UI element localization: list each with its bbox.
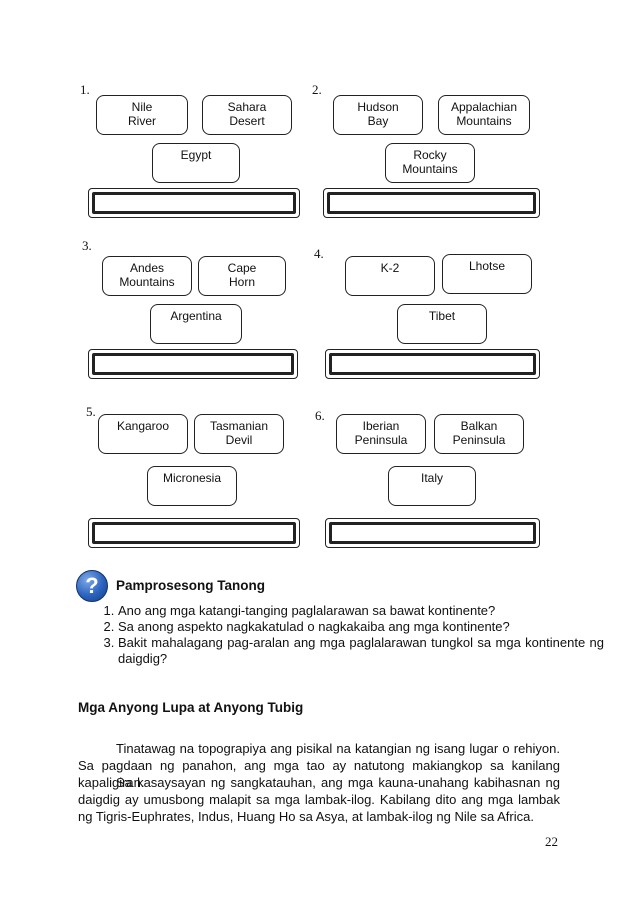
clue-box: K-2 [345, 256, 435, 296]
clue-box: Hudson Bay [333, 95, 423, 135]
question-mark-icon: ? [76, 570, 108, 602]
answer-field[interactable] [325, 518, 540, 548]
exercise-number: 6. [315, 408, 325, 423]
clue-box: Balkan Peninsula [434, 414, 524, 454]
clue-box: Micronesia [147, 466, 237, 506]
clue-box: Appalachian Mountains [438, 95, 530, 135]
clue-box: Sahara Desert [202, 95, 292, 135]
clue-box: Egypt [152, 143, 240, 183]
answer-field[interactable] [325, 349, 540, 379]
clue-box: Nile River [96, 95, 188, 135]
question-item: Sa anong aspekto nagkakatulad o nagkakai… [118, 619, 604, 635]
answer-field[interactable] [323, 188, 540, 218]
answer-field[interactable] [88, 349, 298, 379]
answer-field[interactable] [88, 188, 300, 218]
paragraph: Tinatawag na topograpiya ang pisikal na … [78, 741, 560, 790]
questions-title: Pamprosesong Tanong [116, 578, 266, 593]
exercise-number: 3. [82, 238, 92, 253]
clue-box: Andes Mountains [102, 256, 192, 296]
clue-box: Tibet [397, 304, 487, 344]
clue-box: Tasmanian Devil [194, 414, 284, 454]
section-heading: Mga Anyong Lupa at Anyong Tubig [78, 700, 304, 715]
exercise-number: 5. [86, 404, 96, 419]
clue-box: Kangaroo [98, 414, 188, 454]
page-number: 22 [545, 834, 558, 849]
exercise-number: 2. [312, 82, 322, 97]
clue-box: Cape Horn [198, 256, 286, 296]
paragraph: Sa kasaysayan ng sangkatauhan, ang mga k… [78, 775, 560, 824]
exercise-number: 1. [80, 82, 90, 97]
clue-box: Italy [388, 466, 476, 506]
question-item: Ano ang mga katangi-tanging paglalarawan… [118, 603, 604, 619]
clue-box: Lhotse [442, 254, 532, 294]
answer-field[interactable] [88, 518, 300, 548]
clue-box: Argentina [150, 304, 242, 344]
question-item: Bakit mahalagang pag-aralan ang mga pagl… [118, 635, 604, 667]
clue-box: Rocky Mountains [385, 143, 475, 183]
clue-box: Iberian Peninsula [336, 414, 426, 454]
questions-list: Ano ang mga katangi-tanging paglalarawan… [74, 603, 604, 667]
exercise-number: 4. [314, 246, 324, 261]
